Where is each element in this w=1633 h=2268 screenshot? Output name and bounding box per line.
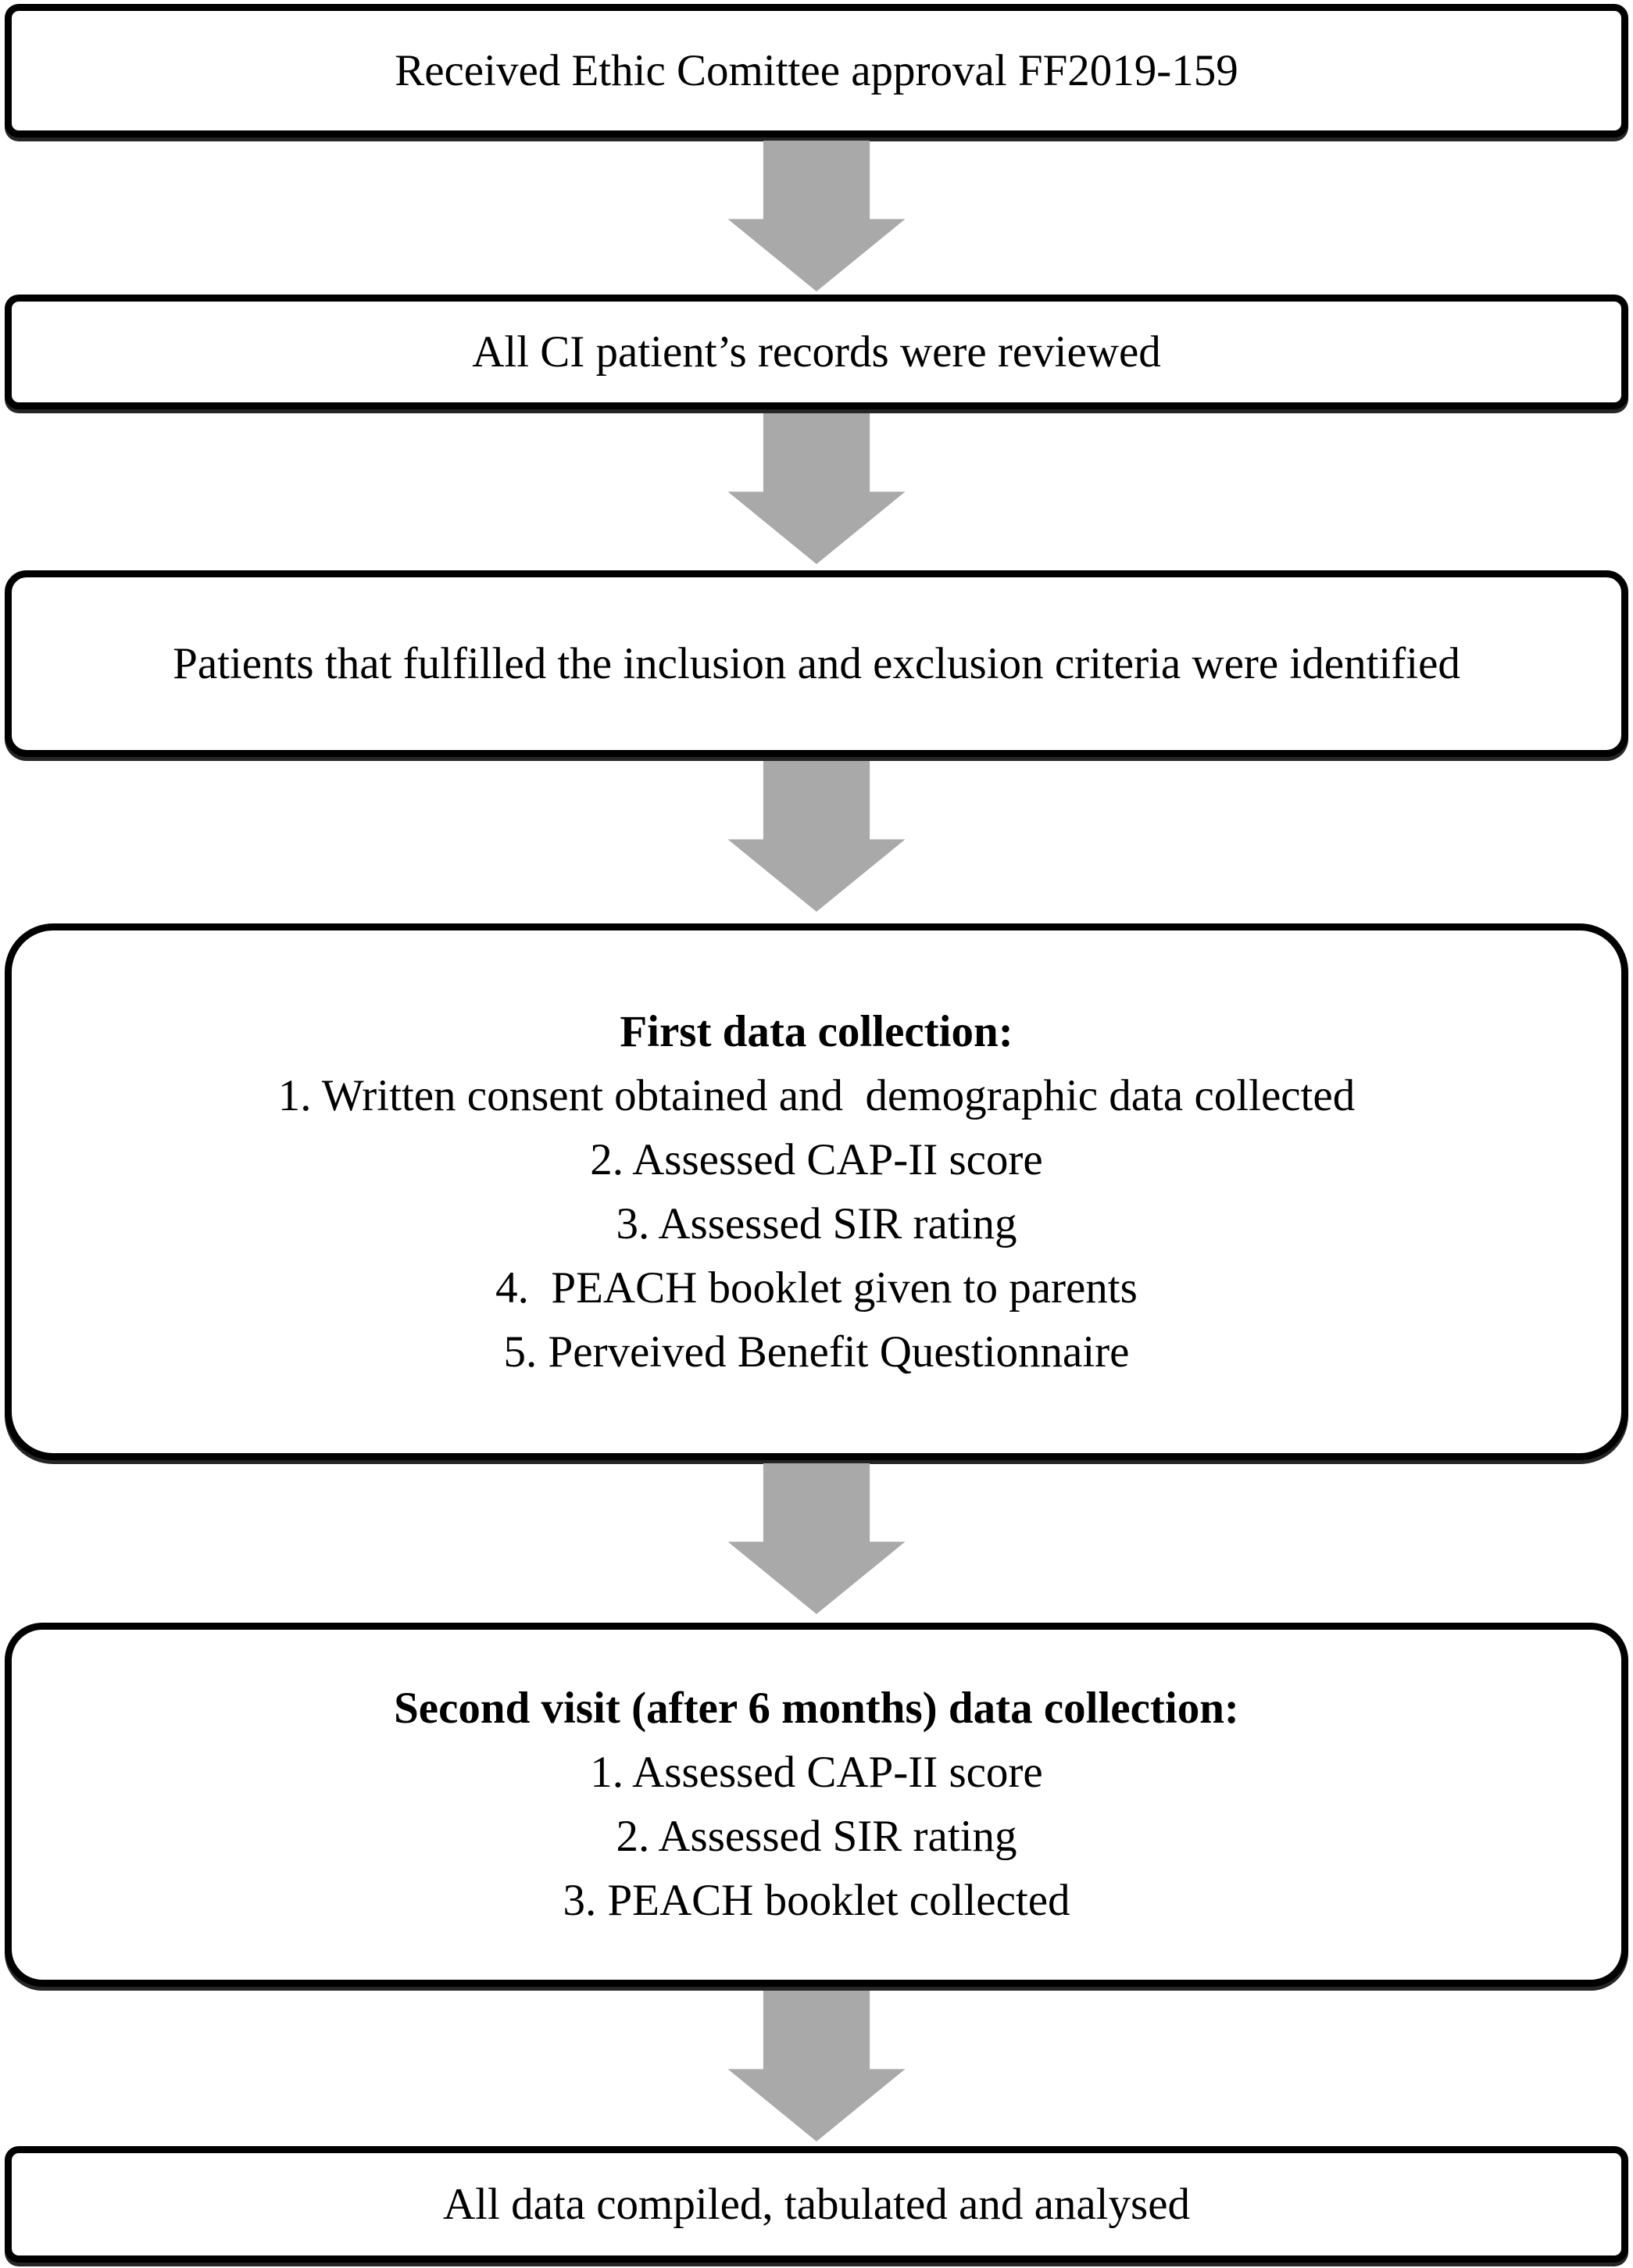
flow-step-data-analysed: All data compiled, tabulated and analyse… (5, 2146, 1628, 2263)
flow-step-item: 2. Assessed SIR rating (616, 1812, 1017, 1861)
flow-step-item: 5. Perveived Benefit Questionnaire (503, 1327, 1130, 1377)
flow-step-item: 3. Assessed SIR rating (616, 1198, 1017, 1248)
flow-step-title: Second visit (after 6 months) data colle… (394, 1684, 1239, 1733)
flow-step-item: 4. PEACH booklet given to parents (495, 1263, 1138, 1313)
down-arrow-icon (727, 1991, 906, 2141)
flow-step-text: Received Ethic Comittee approval FF2019-… (395, 45, 1238, 95)
flow-step-title: First data collection: (620, 1006, 1013, 1056)
flow-step-item: 2. Assessed CAP-II score (590, 1134, 1043, 1184)
flow-step-text: Patients that fulfilled the inclusion an… (173, 638, 1460, 688)
down-arrow-icon (727, 1463, 906, 1614)
flow-step-second-data-collection: Second visit (after 6 months) data colle… (5, 1623, 1628, 1987)
down-arrow-icon (727, 413, 906, 564)
flow-step-item: 3. PEACH booklet collected (563, 1876, 1070, 1925)
flow-step-text: All CI patient’s records were reviewed (472, 327, 1161, 377)
down-arrow-icon (727, 141, 906, 291)
flow-step-item: 1. Written consent obtained and demograp… (277, 1070, 1356, 1120)
flow-step-text: All data compiled, tabulated and analyse… (442, 2179, 1190, 2229)
flow-step-item: 1. Assessed CAP-II score (590, 1748, 1043, 1797)
flow-step-first-data-collection: First data collection: 1. Written consen… (5, 923, 1628, 1460)
down-arrow-icon (727, 761, 906, 912)
flow-step-records-reviewed: All CI patient’s records were reviewed (5, 295, 1628, 409)
flow-step-criteria-identified: Patients that fulfilled the inclusion an… (5, 570, 1628, 757)
flow-step-ethics-approval: Received Ethic Comittee approval FF2019-… (5, 4, 1628, 138)
